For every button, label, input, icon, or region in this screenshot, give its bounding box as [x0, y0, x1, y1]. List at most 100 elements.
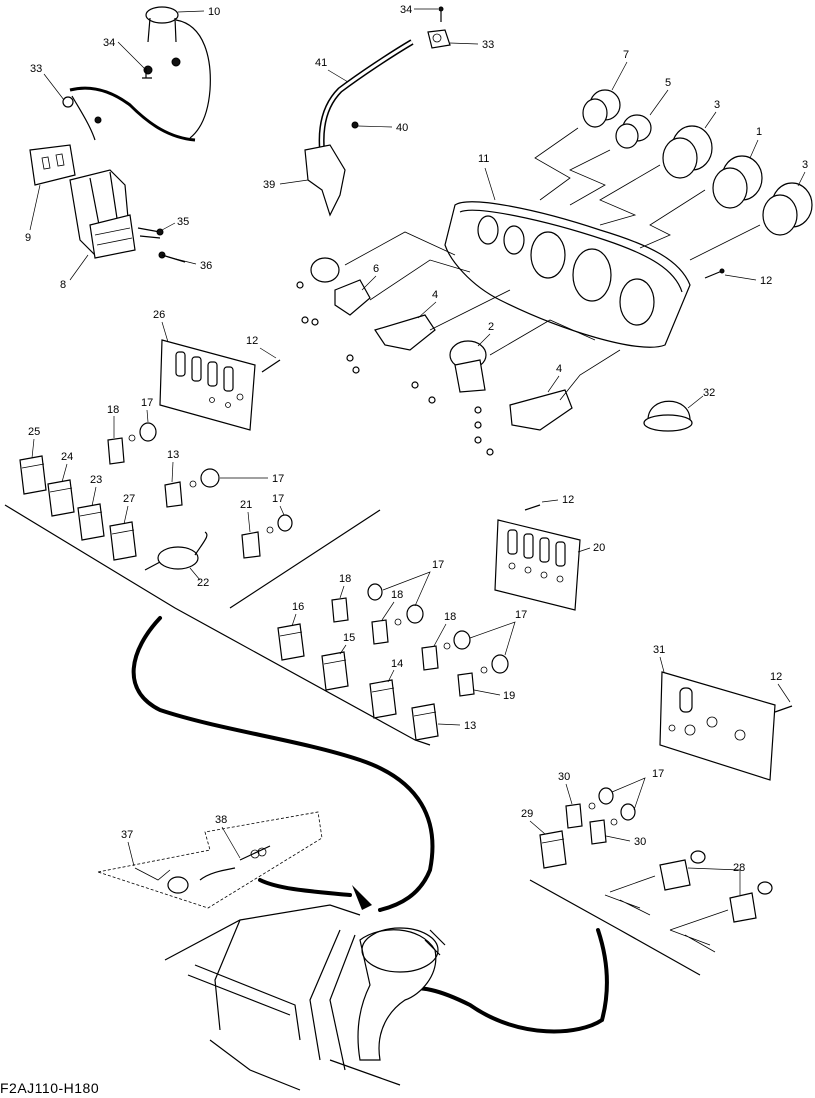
lower-right-group — [529, 777, 773, 976]
callout-18-c: 18 — [391, 589, 403, 601]
bracket-39 — [304, 144, 346, 217]
callout-14: 14 — [391, 658, 403, 670]
callout-33-b: 33 — [30, 63, 42, 75]
bracket-plate-9 — [29, 144, 76, 186]
callout-30-a: 30 — [558, 771, 570, 783]
callout-12-a: 12 — [760, 275, 772, 287]
callout-30-b: 30 — [634, 836, 646, 848]
callout-36: 36 — [200, 260, 212, 272]
switch-plate-26 — [159, 339, 256, 431]
callout-4-b: 4 — [556, 363, 562, 375]
callout-17-a: 17 — [141, 397, 153, 409]
gauge-5 — [615, 114, 652, 149]
callout-40: 40 — [396, 122, 408, 134]
main-wire-harness — [131, 616, 609, 1034]
cable-41 — [318, 39, 414, 151]
callout-17-e: 17 — [515, 609, 527, 621]
lamp-socket-6 — [296, 257, 371, 326]
callout-27: 27 — [123, 493, 135, 505]
screw-40 — [351, 121, 359, 129]
callout-18-b: 18 — [339, 573, 351, 585]
tool-kit-37-38 — [96, 811, 323, 909]
callout-33-a: 33 — [482, 39, 494, 51]
callout-6: 6 — [373, 263, 379, 275]
screw-12-plate-20 — [524, 504, 541, 511]
nut-33-left — [62, 96, 74, 108]
screws-35 — [137, 227, 164, 239]
callout-37: 37 — [121, 829, 133, 841]
callout-34-a: 34 — [103, 37, 115, 49]
gauge-1 — [712, 155, 763, 209]
switch-plate-20 — [494, 519, 581, 611]
bolt-34-left — [94, 116, 102, 124]
gauge-3-right — [762, 182, 813, 236]
callout-12-b: 12 — [246, 335, 258, 347]
callout-26: 26 — [153, 309, 165, 321]
callout-21: 21 — [240, 499, 252, 511]
gauge-3-upper — [662, 125, 713, 179]
callout-9: 9 — [25, 232, 31, 244]
callout-22: 22 — [197, 577, 209, 589]
cover-32 — [643, 400, 693, 432]
bracket-4-upper — [346, 314, 436, 374]
callout-17-b: 17 — [272, 473, 284, 485]
screw-34-top-left — [142, 68, 152, 79]
center-switch-group — [277, 571, 516, 741]
callout-5: 5 — [665, 77, 671, 89]
callout-1: 1 — [756, 126, 762, 138]
callout-31: 31 — [653, 644, 665, 656]
screw-12-plate-31 — [774, 705, 793, 713]
callout-17-c: 17 — [272, 493, 284, 505]
callout-3-a: 3 — [714, 99, 720, 111]
vehicle-dash-area — [164, 904, 446, 1091]
callout-25: 25 — [28, 426, 40, 438]
callout-18-d: 18 — [444, 611, 456, 623]
switch-plate-31 — [659, 671, 776, 781]
callout-8: 8 — [60, 279, 66, 291]
callout-7: 7 — [623, 49, 629, 61]
gauge-leader-lines — [534, 127, 761, 261]
clip-33-top — [427, 29, 451, 49]
lamp-socket-2 — [411, 340, 487, 404]
callout-38: 38 — [215, 814, 227, 826]
callout-34-b: 34 — [400, 4, 412, 16]
callout-12-c: 12 — [562, 494, 574, 506]
callout-labels: 10 34 33 33 34 41 40 39 9 35 8 36 7 5 3 … — [25, 4, 808, 874]
callout-13-b: 13 — [464, 720, 476, 732]
screw-12-panel — [704, 268, 725, 279]
callout-35: 35 — [177, 216, 189, 228]
callout-15: 15 — [343, 632, 355, 644]
callout-23: 23 — [90, 474, 102, 486]
callout-20: 20 — [593, 542, 605, 554]
callout-16: 16 — [292, 601, 304, 613]
callout-28: 28 — [733, 862, 745, 874]
callout-4-a: 4 — [432, 289, 438, 301]
callout-24: 24 — [61, 451, 73, 463]
callout-17-d: 17 — [432, 559, 444, 571]
callout-10: 10 — [208, 6, 220, 18]
callout-13-a: 13 — [167, 449, 179, 461]
callout-32: 32 — [703, 387, 715, 399]
panel-leader-lines — [344, 231, 621, 401]
left-switch-group — [4, 422, 431, 746]
wire-harness-upper-left — [69, 86, 196, 142]
gauge-7 — [582, 89, 621, 128]
callout-18-a: 18 — [107, 404, 119, 416]
key-switch-assembly — [143, 6, 211, 139]
callout-11: 11 — [478, 153, 489, 165]
instrument-panel-11 — [444, 201, 691, 348]
switch-box-8 — [69, 169, 136, 259]
callout-19: 19 — [503, 690, 515, 702]
callout-39: 39 — [263, 179, 275, 191]
callout-2: 2 — [488, 321, 494, 333]
screw-34-top — [438, 6, 444, 22]
bracket-4-lower — [474, 389, 573, 456]
drawing-code: F2AJ110-H180 — [0, 1080, 100, 1096]
callout-41: 41 — [315, 57, 327, 69]
callout-17-f: 17 — [652, 768, 664, 780]
callout-3-b: 3 — [802, 159, 808, 171]
callout-12-d: 12 — [770, 671, 782, 683]
callout-29: 29 — [521, 808, 533, 820]
screw-12-plate-26 — [261, 359, 281, 373]
